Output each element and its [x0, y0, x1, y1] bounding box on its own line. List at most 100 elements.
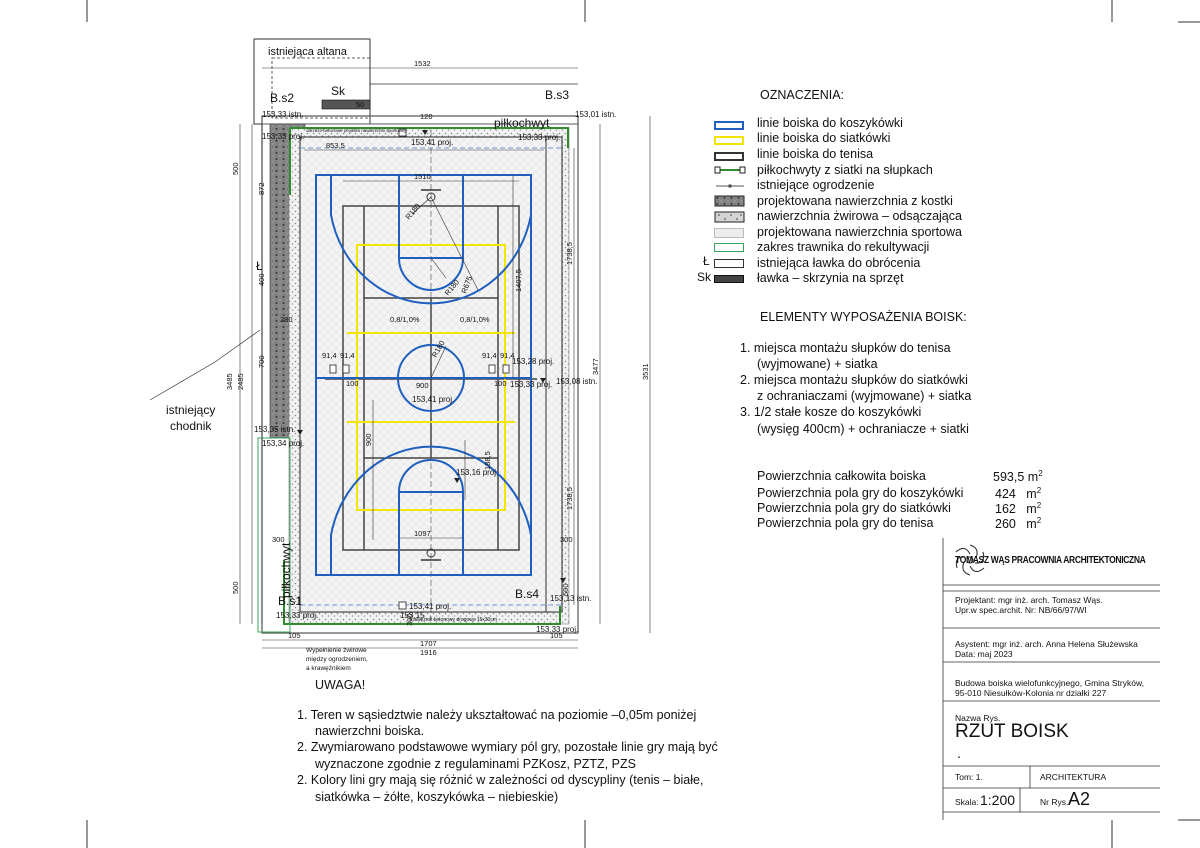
label-gravel-3: a krawężnikiem — [306, 665, 351, 672]
label-chodnik-2: chodnik — [170, 419, 212, 433]
equipment-line: (wyjmowane) + siatka — [757, 357, 878, 371]
note-line: siatkówka – żółte, koszykówka – niebiesk… — [315, 790, 559, 804]
drawing-number-label: Nr Rys.: — [1040, 797, 1071, 807]
swatch-gravel — [714, 211, 745, 223]
dim: 3485 — [225, 373, 234, 390]
equipment-title: ELEMENTY WYPOSAŻENIA BOISK: — [760, 310, 967, 324]
level: 153,01 istn. — [575, 110, 616, 119]
legend-item: linie boiska do tenisa — [757, 147, 874, 161]
swatch-basketball — [714, 121, 744, 130]
label-pilkochwyt-top: piłkochwyt — [494, 116, 550, 130]
swatch-bench — [714, 259, 744, 268]
swatch-volleyball — [714, 136, 744, 145]
dim: 1407,5 — [514, 269, 523, 292]
note-line: 2. Zwymiarowano podstawowe wymiary pól g… — [297, 740, 718, 754]
dim: 3531 — [641, 363, 650, 380]
label-gravel-1: Wypełnienie żwirowe — [306, 647, 367, 654]
area-value: 593,5 m2 — [993, 469, 1043, 485]
dim: 100 — [346, 379, 359, 388]
dim: 300 — [272, 535, 285, 544]
legend-item: istniejąca ławka do obrócenia — [757, 256, 921, 270]
legend-item: nawierzchnia żwirowa – odsączająca — [757, 209, 962, 223]
level: 153,33 proj. — [518, 133, 560, 142]
swatch-paving — [714, 195, 745, 207]
level: 153,13 istn. — [550, 594, 591, 603]
dim: 400 — [257, 273, 266, 286]
drawing-name: RZUT BOISK — [955, 721, 1069, 742]
note-line: nawierzchni boiska. — [315, 724, 425, 738]
site-plan: istniejąca altana B.s2 Sk B.s3 B.s1 B.s4… — [149, 38, 651, 672]
dim: 280 — [280, 315, 293, 324]
equipment-line: 3. 1/2 stałe kosze do koszykówki — [740, 405, 922, 419]
note-line: 2. Kolory lini gry mają się różnić w zal… — [297, 773, 704, 787]
dim: 91,4 — [482, 351, 497, 360]
area-row: Powierzchnia pola gry do koszykówki — [757, 486, 964, 500]
swatch-fence — [716, 184, 744, 188]
equipment-line: (wysięg 400cm) + ochraniacze + siatki — [757, 422, 969, 436]
dim: 1738,5 — [565, 487, 574, 510]
swatch-sport-surface — [714, 228, 744, 238]
equipment-line: 1. miejsca montażu słupków do tenisa — [740, 341, 951, 355]
legend-item: projektowana nawierzchnia sportowa — [757, 225, 962, 239]
note-line: 1. Teren w sąsiedztwie należy ukształtow… — [297, 708, 697, 722]
label-gravel-2: między ogrodzeniem, — [306, 656, 368, 663]
ball-net-top — [290, 127, 569, 148]
legend-item: istniejące ogrodzenie — [757, 178, 875, 192]
designer-line-2: Upr.w spec.archit. Nr: NB/66/97/WI — [955, 605, 1087, 615]
label-bs2: B.s2 — [270, 91, 294, 105]
legend-item: linie boiska do siatkówki — [757, 131, 891, 145]
swatch-lawn — [714, 243, 744, 252]
equipment-bench — [321, 99, 371, 110]
dim: 0,8/1,0% — [460, 315, 490, 324]
legend-title: OZNACZENIA: — [760, 88, 845, 102]
dim: 120 — [420, 112, 433, 121]
swatch-tennis — [714, 152, 744, 161]
level: 153,28 proj. — [512, 357, 554, 366]
dim: 500 — [231, 581, 240, 594]
legend-mark-l: Ł — [703, 254, 710, 268]
legend-item: piłkochwyty z siatki na słupkach — [757, 163, 933, 177]
equipment-line: 2. miejsca montażu słupków do siatkówki — [740, 373, 968, 387]
dim: 100 — [494, 379, 507, 388]
legend-item: zakres trawnika do rekultywacji — [757, 240, 930, 254]
dim: 188,5 — [483, 451, 492, 470]
label-bs4: B.s4 — [515, 587, 539, 601]
level: 153,08 istn. — [556, 377, 597, 386]
project-line-2: 95-010 Niesułków-Kolonia nr działki 227 — [955, 688, 1107, 698]
equipment-line: z ochraniaczami (wyjmowane) + siatka — [757, 389, 972, 403]
dim: 900 — [416, 381, 429, 390]
dim: 105 — [288, 631, 301, 640]
level: 153,34 proj. — [262, 439, 304, 448]
area-row: Powierzchnia pola gry do siatkówki — [757, 501, 951, 515]
area-value: 260 m2 — [995, 516, 1042, 532]
legend-item: projektowana nawierzchnia z kostki — [757, 194, 953, 208]
dim: 500 — [561, 583, 570, 596]
title-block-frame — [942, 538, 1160, 820]
dim: 1532 — [414, 59, 431, 68]
dim: 500 — [231, 162, 240, 175]
dim: 91,4 — [500, 351, 515, 360]
basketball-lines — [315, 174, 532, 576]
dim: 700 — [257, 355, 266, 368]
dim: 1916 — [420, 648, 437, 657]
company-name: TOMASZ WĄS PRACOWNIA ARCHITEKTONICZNA — [955, 555, 1146, 566]
dim: 91,4 — [322, 351, 337, 360]
dim: 1097 — [414, 529, 431, 538]
label-chodnik-1: istniejący — [166, 403, 215, 417]
dim: 1510 — [414, 172, 431, 181]
designer-line-1: Projektant: mgr inż. arch. Tomasz Wąs. — [955, 595, 1103, 605]
gazebo-label: istniejąca altana — [268, 46, 348, 58]
drawing-name-label: Nazwa Rys. — [955, 713, 1001, 723]
swatch-ball-net — [714, 166, 746, 174]
level: 153,41 proj. — [409, 602, 451, 611]
branch: ARCHITEKTURA — [1040, 772, 1107, 782]
label-obrzeze: obrzeże betonowe projektu nawierzchni sp… — [306, 128, 406, 133]
company-logo — [955, 544, 985, 576]
dim: 300 — [405, 613, 414, 626]
level: 153,33 proj. — [536, 625, 578, 634]
legend-mark-sk: Sk — [697, 270, 712, 284]
dim: 300 — [560, 535, 573, 544]
dim: 1707 — [420, 639, 437, 648]
notes-title: UWAGA! — [315, 678, 366, 692]
label-bs1: B.s1 — [278, 594, 302, 608]
